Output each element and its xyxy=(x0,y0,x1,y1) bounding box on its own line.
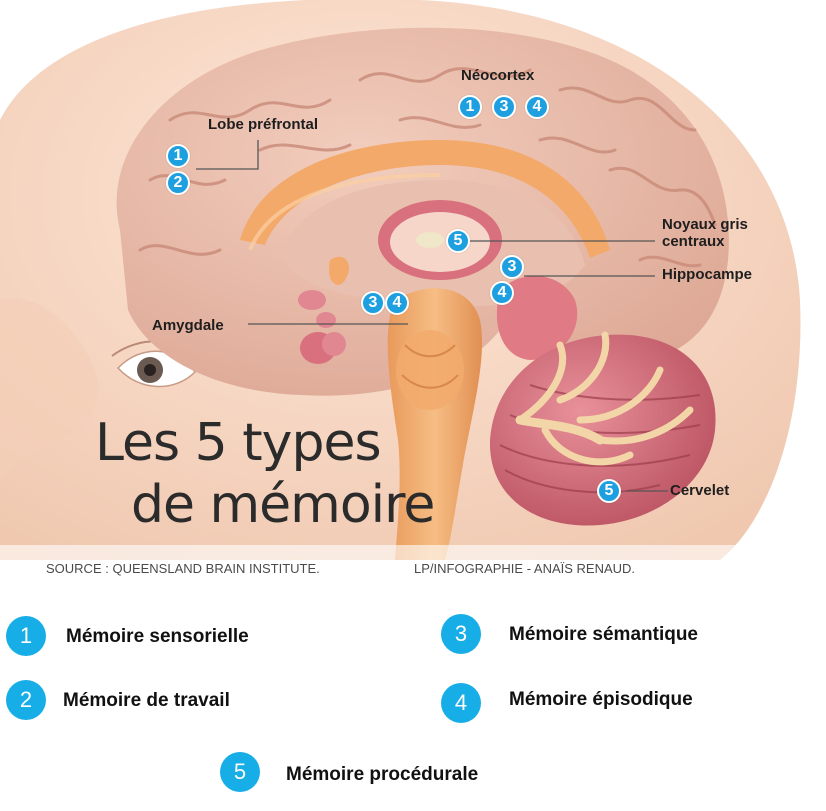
corpus-callosum xyxy=(240,140,610,258)
legend-number-3: 3 xyxy=(441,614,481,654)
title-line-2: de mémoire xyxy=(131,475,435,535)
legend-label-4: Mémoire épisodique xyxy=(509,689,693,710)
pons xyxy=(396,330,464,410)
badge-hippocampe-3: 3 xyxy=(500,255,524,279)
badge-prefrontal-1: 1 xyxy=(166,144,190,168)
badge-noyaux-5: 5 xyxy=(446,229,470,253)
amygdala xyxy=(298,290,346,364)
label-neocortex: Néocortex xyxy=(461,67,535,84)
label-amygdale: Amygdale xyxy=(152,317,224,334)
badge-amygdale-3: 3 xyxy=(361,291,385,315)
badge-prefrontal-2: 2 xyxy=(166,171,190,195)
title-line-1: Les 5 types xyxy=(95,413,382,473)
badge-neocortex-1: 1 xyxy=(458,95,482,119)
face-profile xyxy=(0,298,99,480)
leader-lines xyxy=(196,140,668,492)
badge-hippocampe-4: 4 xyxy=(490,281,514,305)
legend-label-2: Mémoire de travail xyxy=(63,690,230,711)
legend-label-3: Mémoire sémantique xyxy=(509,624,698,645)
badge-neocortex-3: 3 xyxy=(492,95,516,119)
legend-number-2: 2 xyxy=(6,680,46,720)
label-cervelet: Cervelet xyxy=(670,482,730,499)
hippocampus xyxy=(496,276,578,360)
badge-cervelet-5: 5 xyxy=(597,479,621,503)
cerebellum xyxy=(489,334,716,526)
legend-number-4: 4 xyxy=(441,683,481,723)
brain-illustration xyxy=(0,0,801,560)
legend-number-5: 5 xyxy=(220,752,260,792)
arbor-vitae xyxy=(516,331,694,466)
legend-label-1: Mémoire sensorielle xyxy=(66,626,249,647)
badge-amygdale-4: 4 xyxy=(385,291,409,315)
label-hippocampe: Hippocampe xyxy=(662,266,753,283)
label-noyaux-gris-line2: centraux xyxy=(662,233,725,250)
source-text: SOURCE : QUEENSLAND BRAIN INSTITUTE. xyxy=(46,561,320,576)
legend-label-5: Mémoire procédurale xyxy=(286,764,479,785)
gyri-folds xyxy=(138,67,717,268)
credit-text: LP/INFOGRAPHIE - ANAÏS RENAUD. xyxy=(414,561,636,576)
label-lobe-prefrontal: Lobe préfrontal xyxy=(208,116,319,133)
legend-number-1: 1 xyxy=(6,616,46,656)
badge-neocortex-4: 4 xyxy=(525,95,549,119)
label-noyaux-gris-line1: Noyaux gris xyxy=(662,216,748,233)
